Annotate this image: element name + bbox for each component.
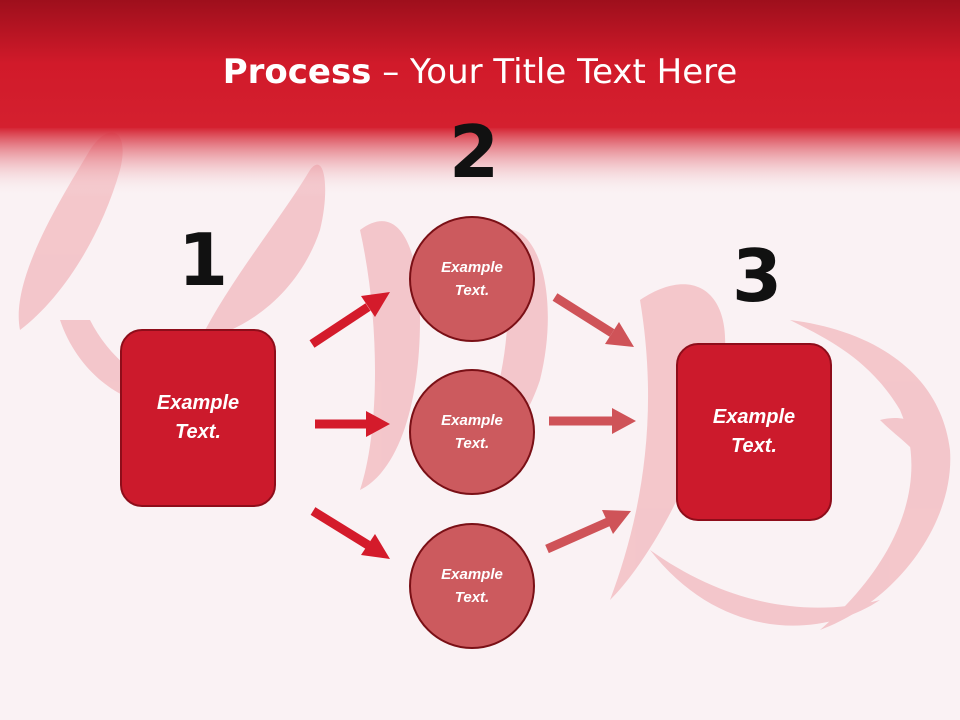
arrow-start-to-bottom [310,507,390,559]
middle-center-circle: Example Text. [409,369,535,495]
start-box: Example Text. [120,329,276,507]
title-bold: Process [222,52,372,92]
arrow-start-to-center [315,411,390,437]
middle-top-circle: Example Text. [409,216,535,342]
step-number-3: 3 [732,234,783,318]
step-number-1: 1 [178,218,229,302]
arrow-bottom-to-end [545,510,631,554]
middle-bottom-text: Example Text. [441,566,503,606]
step-number-2: 2 [449,110,500,194]
arrow-start-to-top [309,292,390,348]
arrow-center-to-end [549,408,636,434]
title-rest: – Your Title Text Here [371,52,738,92]
start-box-text: Example Text. [156,392,240,443]
end-box: Example Text. [676,343,832,521]
middle-bottom-circle: Example Text. [409,523,535,649]
middle-top-text: Example Text. [441,259,503,299]
arrow-top-to-end [552,293,634,347]
end-box-text: Example Text. [712,406,796,457]
slide-title: Process – Your Title Text Here [0,52,960,92]
middle-center-text: Example Text. [441,412,503,452]
